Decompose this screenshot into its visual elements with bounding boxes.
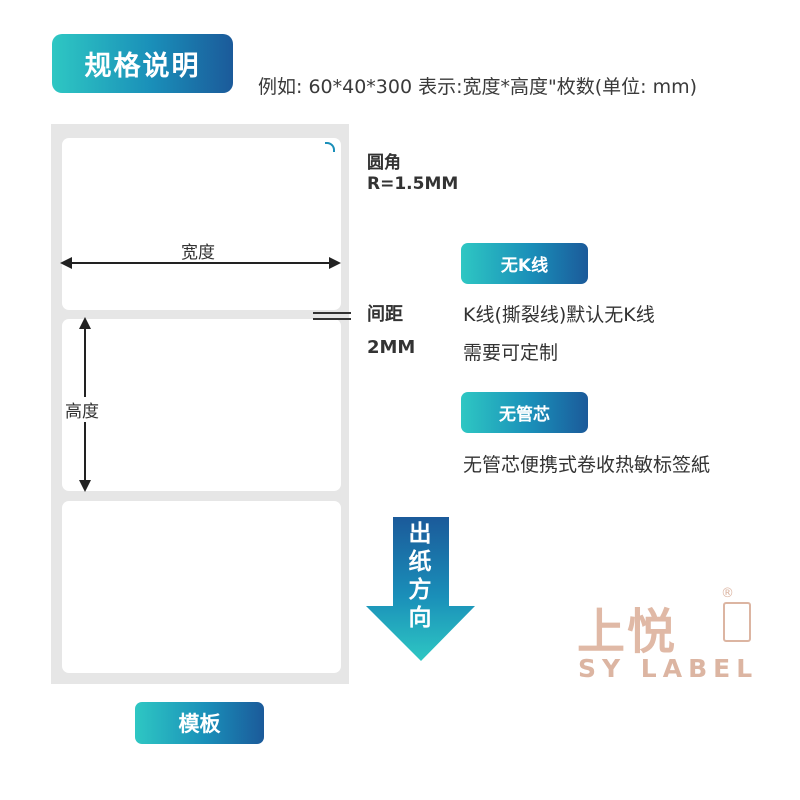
corner-value: R=1.5MM xyxy=(367,174,459,194)
no-k-line-badge-label: 无K线 xyxy=(500,256,549,276)
corner-label: 圆角 xyxy=(367,153,401,173)
out-char-1: 出 xyxy=(408,521,432,547)
label-3 xyxy=(62,501,341,673)
rounded-corner-mark xyxy=(325,142,335,152)
gap-label: 间距 xyxy=(367,304,403,325)
gap-value: 2MM xyxy=(367,337,416,358)
no-core-badge: 无管芯 xyxy=(461,392,588,433)
title-badge: 规格说明 xyxy=(52,34,233,93)
gap-line-bottom xyxy=(313,318,351,320)
width-label: 宽度 xyxy=(181,243,215,263)
logo-registered-mark: ® xyxy=(721,586,734,601)
label-1 xyxy=(62,138,341,310)
label-template xyxy=(51,124,349,684)
no-k-line-text-2: 需要可定制 xyxy=(463,342,559,364)
page-title: 规格说明 xyxy=(84,51,201,82)
no-k-line-text-1: K线(撕裂线)默认无K线 xyxy=(463,304,655,326)
template-badge: 模板 xyxy=(135,702,264,744)
logo-cn: 上悦 xyxy=(577,604,678,660)
out-char-3: 方 xyxy=(408,577,432,603)
gap-line-top xyxy=(313,312,351,314)
logo-seal-icon xyxy=(723,602,751,642)
out-char-2: 纸 xyxy=(408,549,432,575)
out-char-4: 向 xyxy=(408,605,432,631)
no-k-line-badge: 无K线 xyxy=(461,243,588,284)
paper-out-direction: 出 纸 方 向 xyxy=(402,520,438,632)
example-text: 例如: 60*40*300 表示:宽度*高度"枚数(单位: mm) xyxy=(258,76,698,98)
template-badge-label: 模板 xyxy=(178,712,221,736)
logo-en: SY LABEL xyxy=(578,654,759,683)
no-core-badge-label: 无管芯 xyxy=(499,405,550,425)
no-core-text: 无管芯便携式卷收热敏标签紙 xyxy=(463,454,711,476)
label-2 xyxy=(62,319,341,491)
height-label: 高度 xyxy=(65,397,99,422)
